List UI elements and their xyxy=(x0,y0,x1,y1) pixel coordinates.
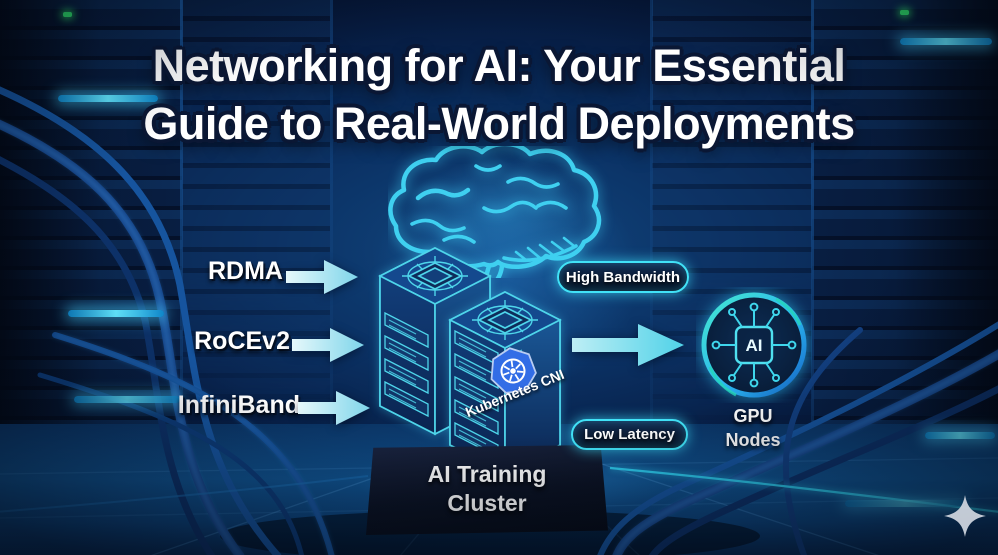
infiniband-arrow-icon xyxy=(298,391,370,425)
protocol-label-infiniband: InfiniBand xyxy=(177,391,300,419)
platform-label: AI Training Cluster xyxy=(427,461,547,517)
rack-led-bar xyxy=(68,310,164,317)
high-bandwidth-label: High Bandwidth xyxy=(565,268,681,286)
low-latency-label: Low Latency xyxy=(584,426,675,443)
sparkle-watermark-icon xyxy=(944,495,986,537)
protocol-label-rdma: RDMA xyxy=(208,257,283,285)
rocev2-arrow-icon xyxy=(292,328,364,362)
rdma-arrow-icon xyxy=(286,260,358,294)
title-line-2: Guide to Real-World Deployments xyxy=(143,98,855,149)
cluster-to-gpu-arrow-icon xyxy=(572,324,684,366)
cables-left xyxy=(0,86,335,555)
rack-led-bar xyxy=(925,432,995,439)
gpu-node-icon: AI xyxy=(701,292,807,398)
gpu-nodes-label: GPU Nodes xyxy=(725,406,781,451)
status-led xyxy=(63,12,72,17)
protocol-label-rocev2: RoCEv2 xyxy=(194,327,290,355)
high-bandwidth-badge: High Bandwidth xyxy=(557,261,689,293)
title-line-1: Networking for AI: Your Essential xyxy=(152,40,846,91)
low-latency-badge: Low Latency xyxy=(571,419,688,450)
ai-chip-label: AI xyxy=(746,336,763,355)
status-led xyxy=(900,10,909,15)
